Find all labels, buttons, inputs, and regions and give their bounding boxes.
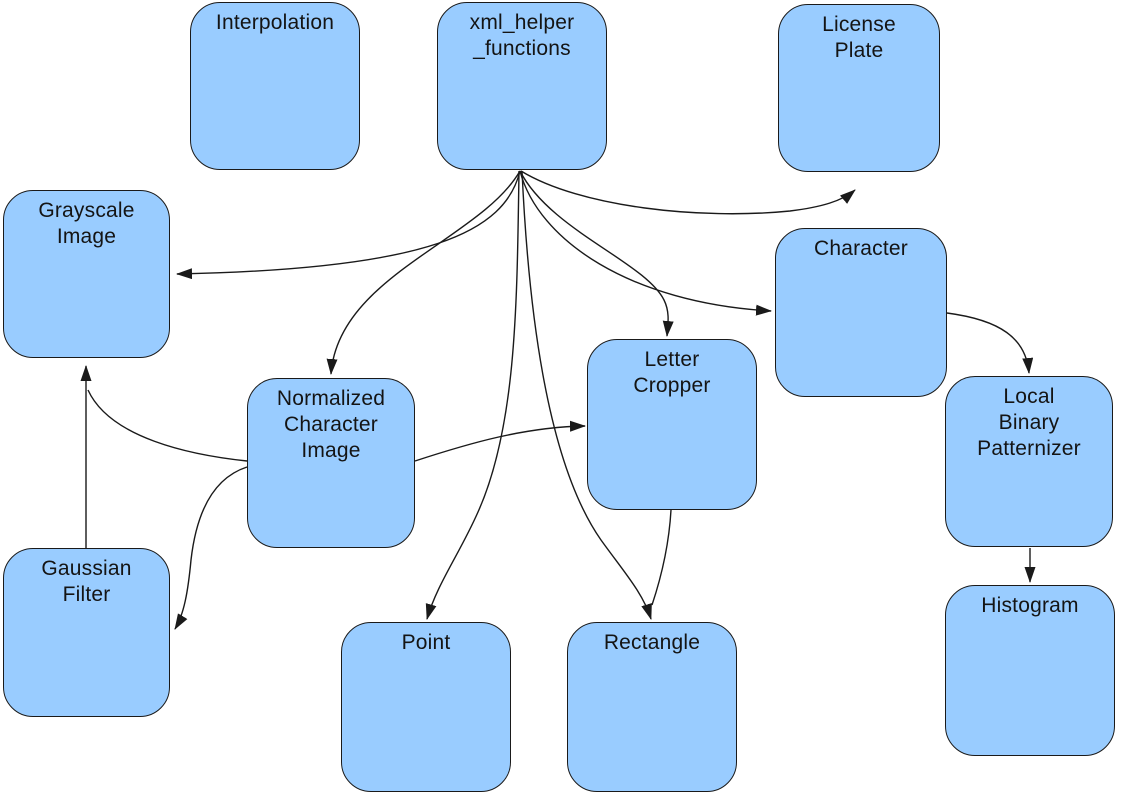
diagram-node-point: Point: [341, 622, 511, 792]
diagram-node-grayscale_image: Grayscale Image: [3, 190, 170, 358]
node-label-interpolation: Interpolation: [215, 11, 335, 34]
diagram-edge-xml_helper_functions-to-character: [519, 170, 772, 316]
node-label-gaussian_filter: Gaussian Filter: [41, 557, 132, 606]
diagram-edge-xml_helper_functions-to-license_plate: [520, 170, 856, 215]
diagram-edge-character-to-local_binary_patternizer: [946, 312, 1034, 374]
diagram-node-local_binary_patternizer: Local Binary Patternizer: [945, 376, 1113, 547]
node-label-histogram: Histogram: [981, 594, 1079, 617]
diagram-node-gaussian_filter: Gaussian Filter: [3, 548, 170, 717]
diagram-node-license_plate: License Plate: [778, 4, 940, 172]
diagram-edge-normalized_character_image-to-grayscale_image: [87, 389, 248, 462]
diagram-node-interpolation: Interpolation: [190, 2, 360, 170]
node-label-local_binary_patternizer: Local Binary Patternizer: [977, 385, 1081, 460]
node-label-license_plate: License Plate: [822, 13, 896, 62]
node-label-letter_cropper: Letter Cropper: [633, 348, 711, 397]
node-label-character: Character: [813, 237, 908, 260]
diagram-edge-xml_helper_functions-to-grayscale_image: [176, 170, 521, 280]
diagram-edge-xml_helper_functions-to-letter_cropper: [519, 170, 674, 337]
node-label-point: Point: [401, 631, 451, 654]
diagram-edge-normalized_character_image-to-gaussian_filter: [174, 466, 248, 630]
diagram-edge-xml_helper_functions-to-normalized_character_image: [326, 170, 521, 375]
diagram-node-normalized_character_image: Normalized Character Image: [247, 378, 415, 548]
node-label-normalized_character_image: Normalized Character Image: [276, 387, 386, 462]
diagram-node-letter_cropper: Letter Cropper: [587, 339, 757, 510]
diagram-edge-normalized_character_image-to-letter_cropper: [414, 420, 586, 462]
diagram-node-character: Character: [775, 228, 947, 397]
node-label-rectangle: Rectangle: [603, 631, 701, 654]
diagram-edge-letter_cropper-to-rectangle: [651, 509, 672, 606]
diagram-node-rectangle: Rectangle: [567, 622, 737, 792]
diagram-edge-xml_helper_functions-to-point: [425, 170, 520, 620]
diagram-edge-xml_helper_functions-to-rectangle: [521, 170, 652, 620]
diagram-node-xml_helper_functions: xml_helper _functions: [437, 2, 607, 170]
diagram-node-histogram: Histogram: [945, 585, 1115, 756]
node-label-xml_helper_functions: xml_helper _functions: [469, 11, 575, 60]
node-label-grayscale_image: Grayscale Image: [38, 199, 135, 248]
